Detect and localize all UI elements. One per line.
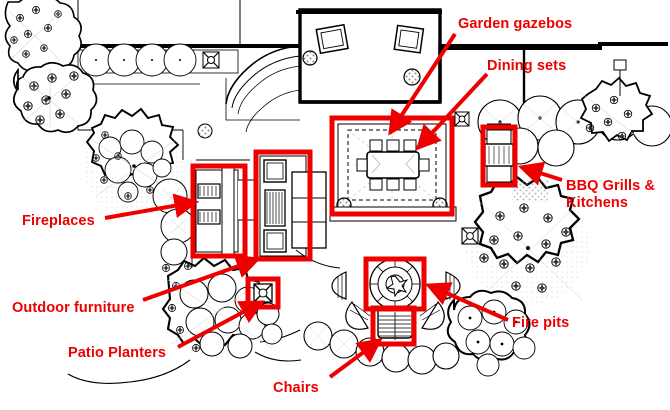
label-bbq-grills: BBQ Grills & Kitchens [566,178,656,211]
label-fireplaces: Fireplaces [22,213,95,229]
label-patio-planters: Patio Planters [68,345,167,361]
tree-canopy-topleft [4,0,82,73]
label-dining-sets: Dining sets [487,58,567,74]
hedge-row [79,43,220,77]
highlight-box-bbq [480,124,518,188]
bbq-grill-counter [484,123,548,202]
tree-cluster-bottom-right [446,289,536,377]
tree-canopy-right-center [461,175,590,304]
label-outdoor-furniture: Outdoor furniture [12,300,135,316]
arrow-fireplaces [104,193,200,220]
highlight-box-chairs [370,305,417,347]
arrow-dining-sets [415,72,489,151]
label-fire-pits: Fire pits [512,315,570,331]
tree-canopy-left-upper [12,61,98,134]
arrow-patio-planters [177,300,265,349]
label-garden-gazebos: Garden gazebos [458,16,573,32]
arrow-chairs [328,338,383,379]
label-chairs: Chairs [273,380,319,396]
arrow-garden-gazebos [388,32,457,136]
building-upper-center [225,8,442,133]
highlight-box-outdoor-furniture [253,149,313,262]
building-right-wing [440,42,668,127]
arrow-outdoor-furniture [142,254,262,302]
arrow-bbq-grills [517,161,563,186]
arrow-fire-pits [425,282,509,322]
